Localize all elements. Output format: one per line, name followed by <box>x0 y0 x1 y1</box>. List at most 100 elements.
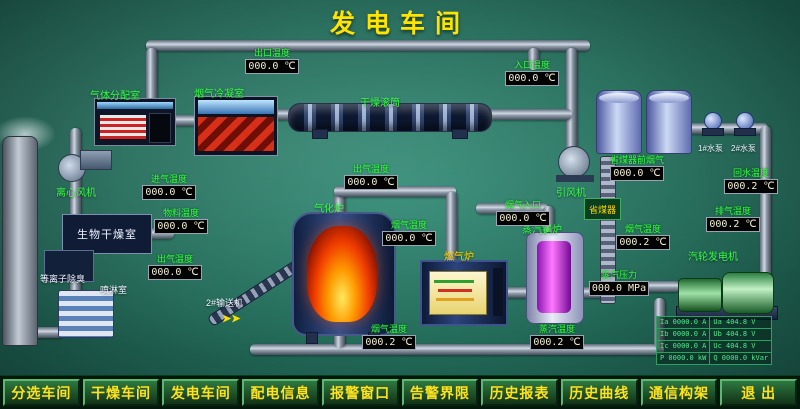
gauge-steam-temp-bottom: 蒸汽温度 000.2 ℃ <box>528 324 586 350</box>
nav-alarm-window[interactable]: 报警窗口 <box>321 379 399 406</box>
turbine-generator-label: 汽轮发电机 <box>688 252 738 263</box>
gas-furnace <box>420 260 508 326</box>
bio-drying-room: 生物干燥室 <box>62 214 152 254</box>
fan-housing <box>558 146 590 178</box>
pipe <box>688 123 768 134</box>
pipe <box>528 48 539 70</box>
furnace-flue <box>493 268 503 316</box>
pipe <box>446 192 457 264</box>
pipe <box>334 186 456 197</box>
centrifugal-fan-label: 离心风机 <box>56 188 96 199</box>
induced-draft-fan-label: 引风机 <box>556 188 586 199</box>
nav-drying-workshop[interactable]: 干燥车间 <box>82 379 160 406</box>
turbine-generator <box>676 262 778 320</box>
gasifier <box>292 212 396 336</box>
pump-1-label: 1#水泵 <box>698 144 723 153</box>
pump-base <box>702 128 724 136</box>
generator-body <box>722 272 774 314</box>
bottom-nav-bar: 分选车间 干燥车间 发电车间 配电信息 报警窗口 告警界限 历史报表 历史曲线 … <box>0 375 800 409</box>
pump-base <box>734 128 756 136</box>
gauge-fluegas-inlet: 烟气入口 000.0 ℃ <box>494 200 552 226</box>
fan-motor <box>80 150 112 170</box>
pipe <box>498 287 532 298</box>
gauge-pre-economizer-fluegas: 省煤器前烟气 000.0 ℃ <box>609 155 664 181</box>
drying-drum-label: 干燥滚筒 <box>360 98 400 109</box>
steam-boiler-label: 蒸汽锅炉 <box>522 225 562 236</box>
furnace-window <box>429 271 487 315</box>
economizer-label: 省煤器 <box>589 205 617 215</box>
turbine-body <box>678 278 722 312</box>
mimic-diagram: 发电车间 <box>0 10 780 365</box>
meter-cell: Ua 404.8 V <box>709 316 773 329</box>
nav-power-workshop[interactable]: 发电车间 <box>162 379 240 406</box>
meter-cell: Ub 404.8 V <box>709 328 773 341</box>
gasifier-leg <box>306 332 318 344</box>
gauge-material-temp: 物料温度 000.0 ℃ <box>152 208 210 234</box>
nav-comm-architecture[interactable]: 通信构架 <box>640 379 718 406</box>
gauge-exhaust-temp: 排气温度 000.2 ℃ <box>704 206 762 232</box>
pipe <box>146 40 590 51</box>
fan-base <box>556 175 594 182</box>
meter-cell: P 0000.0 kW <box>655 352 711 365</box>
pipe <box>250 344 664 355</box>
economizer-plate: 省煤器 <box>584 198 622 220</box>
meter-cell: Ic 0000.0 A <box>655 340 711 353</box>
page-title: 发电车间 <box>329 10 470 38</box>
dark-chamber <box>149 113 171 143</box>
nav-history-report[interactable]: 历史报表 <box>481 379 558 406</box>
pipe <box>146 48 157 102</box>
pipe <box>272 109 292 120</box>
boiler-core <box>537 241 571 313</box>
gauge-fluegas-temp-econ: 烟气温度 000.2 ℃ <box>614 224 672 250</box>
water-tank-1 <box>596 90 642 154</box>
pipe <box>170 115 198 126</box>
pipe <box>334 192 345 220</box>
induced-draft-fan <box>556 146 594 182</box>
drum-support <box>452 129 468 139</box>
chimney <box>2 136 38 346</box>
meter-cell: Ia 0000.0 A <box>655 316 711 329</box>
pipe <box>566 48 577 152</box>
flow-arrows-icon: ➤➤ <box>222 313 241 325</box>
pump-2-label: 2#水泵 <box>731 144 756 153</box>
conveyor-2-label: 2#输送机 <box>206 298 244 308</box>
nav-history-curves[interactable]: 历史曲线 <box>560 379 638 406</box>
tank-cap <box>599 93 639 103</box>
drum-support <box>312 129 328 139</box>
gauge-return-water-temp: 回水温度 000.2 ℃ <box>722 168 780 194</box>
gasifier-label: 气化炉 <box>314 204 344 215</box>
flue-gas-condenser-label: 烟气冷凝室 <box>194 89 244 100</box>
pipe <box>488 109 572 120</box>
tank-cap <box>649 93 689 103</box>
gauge-fluegas-temp-gasifier: 烟气温度 000.0 ℃ <box>380 220 438 246</box>
centrifugal-fan <box>58 150 112 182</box>
gauge-intake-temp: 进气温度 000.0 ℃ <box>140 174 198 200</box>
nav-distribution-info[interactable]: 配电信息 <box>242 379 319 406</box>
condenser-water-jacket <box>198 100 274 114</box>
steam-boiler <box>526 232 584 324</box>
gauge-outlet-temp-top: 出口温度 000.0 ℃ <box>243 48 301 74</box>
drying-drum <box>288 103 492 132</box>
gauge-inlet-temp-top: 入口温度 000.0 ℃ <box>503 60 561 86</box>
gas-furnace-label: 燃气炉 <box>444 252 474 263</box>
pipe <box>334 328 345 348</box>
table-row: P 0000.0 kW Q 0000.0 kVar <box>655 352 773 365</box>
gauge-outgas-temp-gasifier: 出气温度 000.0 ℃ <box>342 164 400 190</box>
gas-distribution-room <box>94 98 176 146</box>
nav-exit[interactable]: 退 出 <box>720 379 798 406</box>
meter-cell: Ib 0000.0 A <box>655 328 711 341</box>
meter-cell: Q 0000.0 kVar <box>709 352 773 365</box>
spray-room-label: 喷淋室 <box>100 285 128 295</box>
spray-room-unit <box>58 290 114 338</box>
gauge-steam-pressure: 蒸汽压力 000.0 MPa <box>588 270 650 296</box>
table-row: Ic 0000.0 A Uc 404.8 V <box>655 340 773 353</box>
gauge-outgas-temp-left: 出气温度 000.0 ℃ <box>146 254 204 280</box>
nav-sorting-workshop[interactable]: 分选车间 <box>3 379 80 406</box>
gasifier-flame <box>307 226 377 322</box>
condenser-heat-zone <box>198 117 274 151</box>
burner-trace <box>438 289 472 292</box>
flue-gas-condenser <box>194 96 278 156</box>
nav-alarm-limits[interactable]: 告警界限 <box>401 379 479 406</box>
plasma-deodorizer-unit <box>44 250 94 282</box>
